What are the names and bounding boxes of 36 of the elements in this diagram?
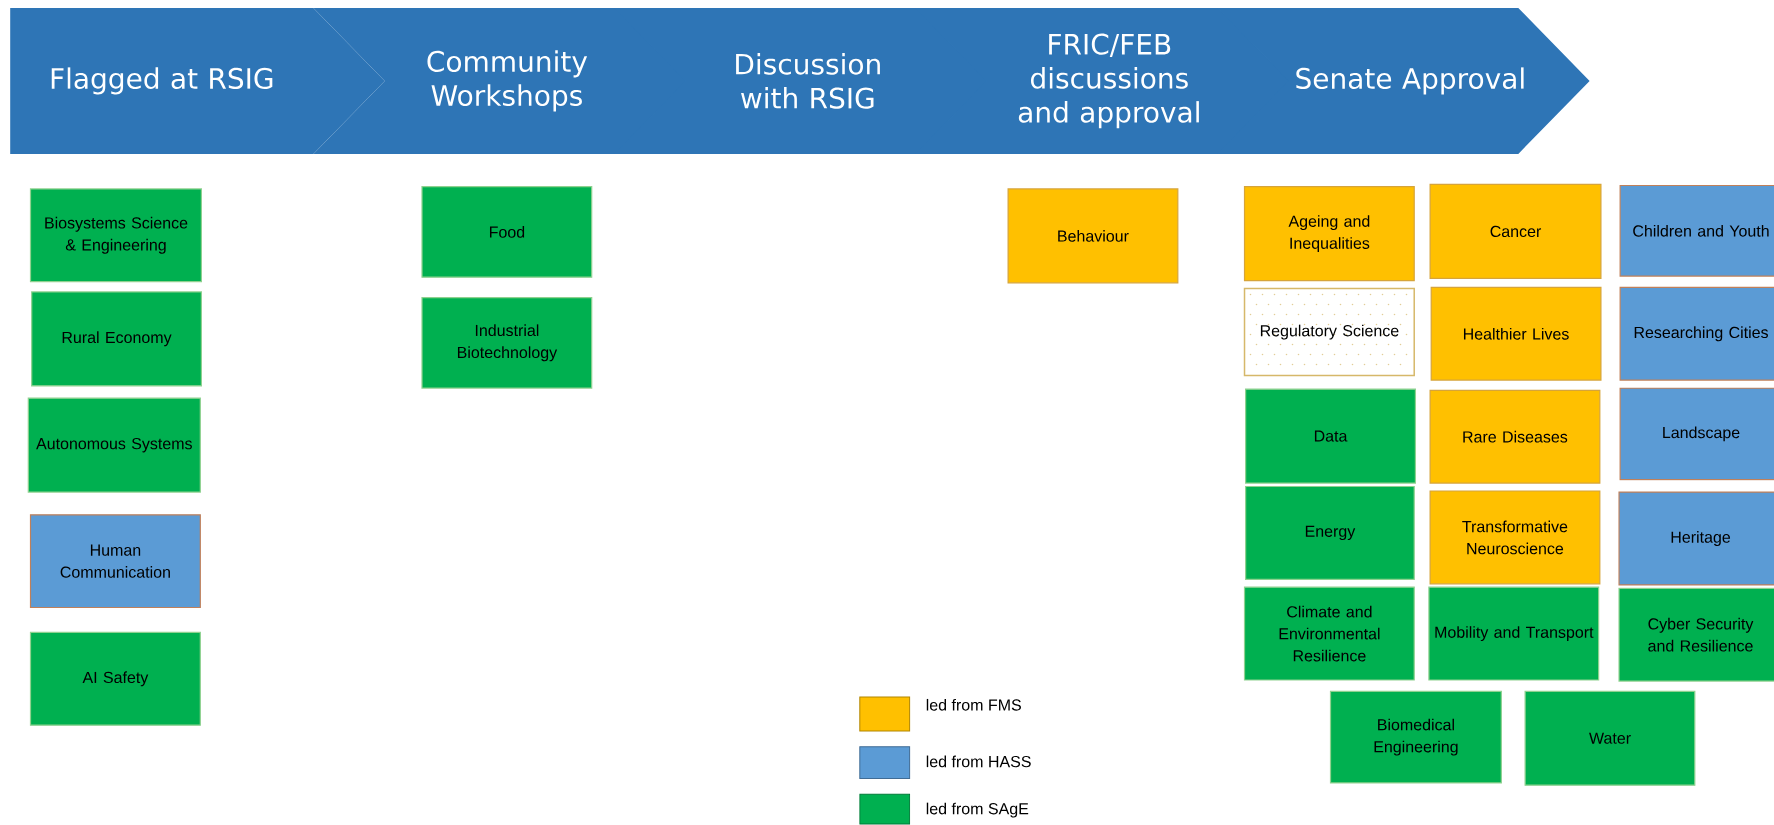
topic-box: Healthier Lives — [1430, 286, 1602, 381]
topic-box: Researching Cities — [1619, 286, 1774, 381]
topic-box: Food — [421, 186, 593, 278]
node-label: Community Workshops — [427, 50, 588, 112]
topic-box: Cyber Security and Resilience — [1618, 587, 1774, 682]
topic-box: Children and Youth — [1619, 184, 1774, 277]
topic-box: Rural Economy — [31, 291, 202, 387]
topic-box: Behaviour — [1007, 188, 1179, 284]
topic-box: Human Communication — [29, 514, 201, 609]
chevron-step: Community Workshops — [313, 7, 687, 154]
chevron-step: Senate Approval — [1217, 7, 1590, 154]
node-label: Discussion with RSIG — [736, 53, 880, 109]
node-label: Senate Approval — [1296, 67, 1524, 95]
topic-box: Transformative Neuroscience — [1429, 490, 1601, 585]
topic-box: Rare Diseases — [1429, 389, 1601, 484]
topic-box: Energy — [1245, 485, 1415, 580]
topic-box: Biosystems Science & Engineering — [29, 188, 202, 283]
topic-box: Ageing and Inequalities — [1243, 186, 1415, 282]
legend-label: led from SAgE — [926, 802, 1029, 818]
topic-box: Landscape — [1619, 387, 1774, 481]
topic-box: Heritage — [1618, 491, 1774, 586]
legend-label: led from HASS — [926, 755, 1031, 768]
topic-box: Data — [1245, 388, 1416, 484]
chevron-step: Discussion with RSIG — [614, 7, 988, 154]
topic-box: AI Safety — [29, 631, 201, 726]
topic-box: Mobility and Transport — [1428, 586, 1600, 681]
legend-label: led from FMS — [926, 698, 1021, 711]
node-label: FRIC/FEB discussions and approval — [1018, 33, 1199, 129]
topic-box: Regulatory Science — [1243, 287, 1415, 377]
topic-box: Industrial Biotechnology — [421, 297, 593, 389]
topic-box: Cancer — [1429, 183, 1602, 279]
chevron-step: FRIC/FEB discussions and approval — [915, 7, 1290, 154]
topic-box: Climate and Environmental Resilience — [1243, 586, 1415, 681]
topic-box: Biomedical Engineering — [1329, 690, 1502, 784]
topic-box: Water — [1524, 690, 1696, 786]
topic-box: Autonomous Systems — [27, 397, 201, 493]
